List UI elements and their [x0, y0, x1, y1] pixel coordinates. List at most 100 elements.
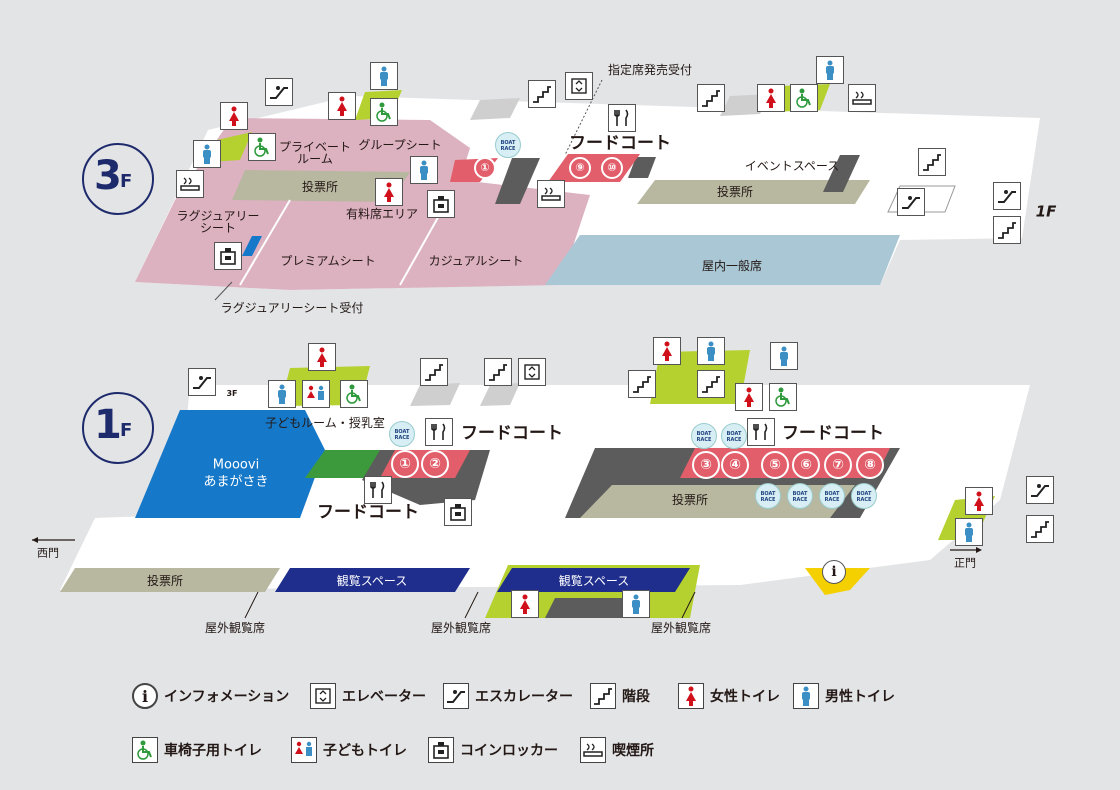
- legend-item-mens-toilet: 男性トイレ: [793, 683, 895, 709]
- legend-label: コインロッカー: [460, 743, 558, 759]
- label-voting-3f-right: 投票所: [716, 185, 754, 199]
- stairs-icon: [420, 358, 448, 386]
- information-icon: i: [132, 683, 158, 709]
- mooovi-area: [135, 410, 325, 518]
- stairs-icon: [590, 683, 616, 709]
- coin-locker-icon: [428, 737, 454, 763]
- label-paid-area: 有料席エリア: [345, 207, 419, 221]
- voting-area-3f-left: [232, 170, 410, 202]
- event-dark-small-3f: [628, 157, 656, 178]
- main-gate-arrowhead: [976, 547, 982, 553]
- stairs-icon: [697, 84, 725, 112]
- label-viewing-space-1: 観覧スペース: [336, 574, 408, 588]
- escalator-icon: [1026, 476, 1054, 504]
- mens-toilet-icon: [816, 56, 844, 84]
- mens-toilet-icon: [268, 380, 296, 408]
- legend-item-womens-toilet: 女性トイレ: [678, 683, 780, 709]
- kids-toilet-icon: [302, 380, 330, 408]
- counter-1f-8: ⑧: [856, 451, 884, 479]
- label-main-gate: 正門: [954, 556, 976, 570]
- stairs-icon: [628, 370, 656, 398]
- label-mooovi: Mooovi: [212, 457, 260, 473]
- mens-toilet-icon: [770, 342, 798, 370]
- counter-1f-6: ⑥: [792, 451, 820, 479]
- label-premium-seat: プレミアムシート: [280, 254, 376, 268]
- information-icon: i: [822, 560, 846, 584]
- womens-toilet-icon: [511, 590, 539, 618]
- boat-race-logo-1f-d: BOAT RACE: [755, 483, 781, 509]
- legend-item-stairs: 階段: [590, 683, 650, 709]
- elevator-icon: [565, 72, 593, 100]
- food-court-icon: [364, 476, 392, 504]
- label-indoor-general: 屋内一般席: [701, 259, 763, 273]
- label-west-gate: 西門: [37, 546, 59, 560]
- legend-label: 車椅子用トイレ: [164, 743, 262, 759]
- legend-item-information: i インフォメーション: [132, 683, 289, 709]
- foodcourt-block-3f: [495, 158, 540, 204]
- boat-race-logo-1f-e: BOAT RACE: [787, 483, 813, 509]
- wheelchair-toilet-icon: [769, 383, 797, 411]
- viewing-1f-dark: [545, 598, 640, 618]
- escalator-icon: [897, 188, 925, 216]
- wheelchair-toilet-icon: [340, 380, 368, 408]
- outdoor-arrow-2: [464, 591, 479, 619]
- wheelchair-toilet-icon: [248, 133, 276, 161]
- legend-item-smoking-area: 喫煙所: [580, 737, 654, 763]
- label-outdoor-3: 屋外観覧席: [650, 621, 712, 635]
- wheelchair-toilet-icon: [370, 98, 398, 126]
- mens-toilet-icon: [370, 62, 398, 90]
- escalator-icon: [265, 78, 293, 106]
- label-food-court-1f-c: フードコート: [317, 502, 419, 523]
- legend-item-escalator: エスカレーター: [443, 683, 573, 709]
- boat-race-logo-1f-b: BOAT RACE: [691, 423, 717, 449]
- label-kids-room: 子どもルーム・授乳室: [265, 416, 385, 430]
- label-voting-1f-center: 投票所: [671, 493, 709, 507]
- boat-race-logo-1f-g: BOAT RACE: [851, 483, 877, 509]
- voting-1f-inner: [580, 485, 855, 518]
- stairs-zone-1f-a: [410, 383, 460, 406]
- smoking-area-icon: [848, 84, 876, 112]
- wheelchair-toilet-icon: [132, 737, 158, 763]
- wheelchair-toilet-icon: [790, 84, 818, 112]
- food-court-icon: [608, 104, 636, 132]
- legend-label: エスカレーター: [475, 689, 573, 705]
- food-court-icon: [425, 418, 453, 446]
- label-luxury-reception: ラグジュアリーシート受付: [220, 301, 364, 315]
- floor-3f-suffix: F: [120, 171, 133, 192]
- floor-3f-number: 3: [94, 153, 122, 199]
- counter-3f-1: ①: [474, 157, 496, 179]
- boat-race-logo-1f-f: BOAT RACE: [819, 483, 845, 509]
- womens-toilet-icon: [757, 84, 785, 112]
- counter-3f-9: ⑨: [569, 157, 591, 179]
- smoking-area-icon: [537, 180, 565, 208]
- escalator-icon: [188, 368, 216, 396]
- womens-toilet-icon: [735, 383, 763, 411]
- floor-1f-suffix: F: [120, 420, 133, 441]
- counter-1f-5: ⑤: [761, 451, 789, 479]
- indoor-general-seat-3f: [545, 235, 900, 285]
- label-food-court-1f-b: フードコート: [782, 423, 884, 444]
- elevator-icon: [518, 358, 546, 386]
- coin-locker-icon: [444, 498, 472, 526]
- mens-toilet-icon: [622, 590, 650, 618]
- food-court-icon: [747, 418, 775, 446]
- stairs-zone-3f-a: [470, 98, 520, 120]
- legend-label: インフォメーション: [164, 689, 290, 705]
- coin-locker-icon: [214, 242, 242, 270]
- legend-item-wheelchair-toilet: 車椅子用トイレ: [132, 737, 262, 763]
- legend-item-coin-locker: コインロッカー: [428, 737, 558, 763]
- label-private-room: プライベート ルーム: [278, 140, 352, 166]
- voting-area-1f-bottom: [60, 568, 280, 592]
- womens-toilet-icon: [965, 487, 993, 515]
- womens-toilet-icon: [220, 102, 248, 130]
- counter-1f-4: ④: [721, 451, 749, 479]
- stairs-icon: [528, 80, 556, 108]
- label-event-space: イベントスペース: [744, 159, 840, 173]
- voting-area-3f-right: [637, 180, 870, 204]
- smoking-area-icon: [176, 170, 204, 198]
- legend-label: 子どもトイレ: [323, 743, 407, 759]
- label-reserved-counter: 指定席発売受付: [607, 63, 693, 77]
- event-space-dark-3f: [823, 155, 860, 192]
- boat-race-logo-3f: BOAT RACE: [495, 132, 521, 158]
- label-casual-seat: カジュアルシート: [428, 254, 524, 268]
